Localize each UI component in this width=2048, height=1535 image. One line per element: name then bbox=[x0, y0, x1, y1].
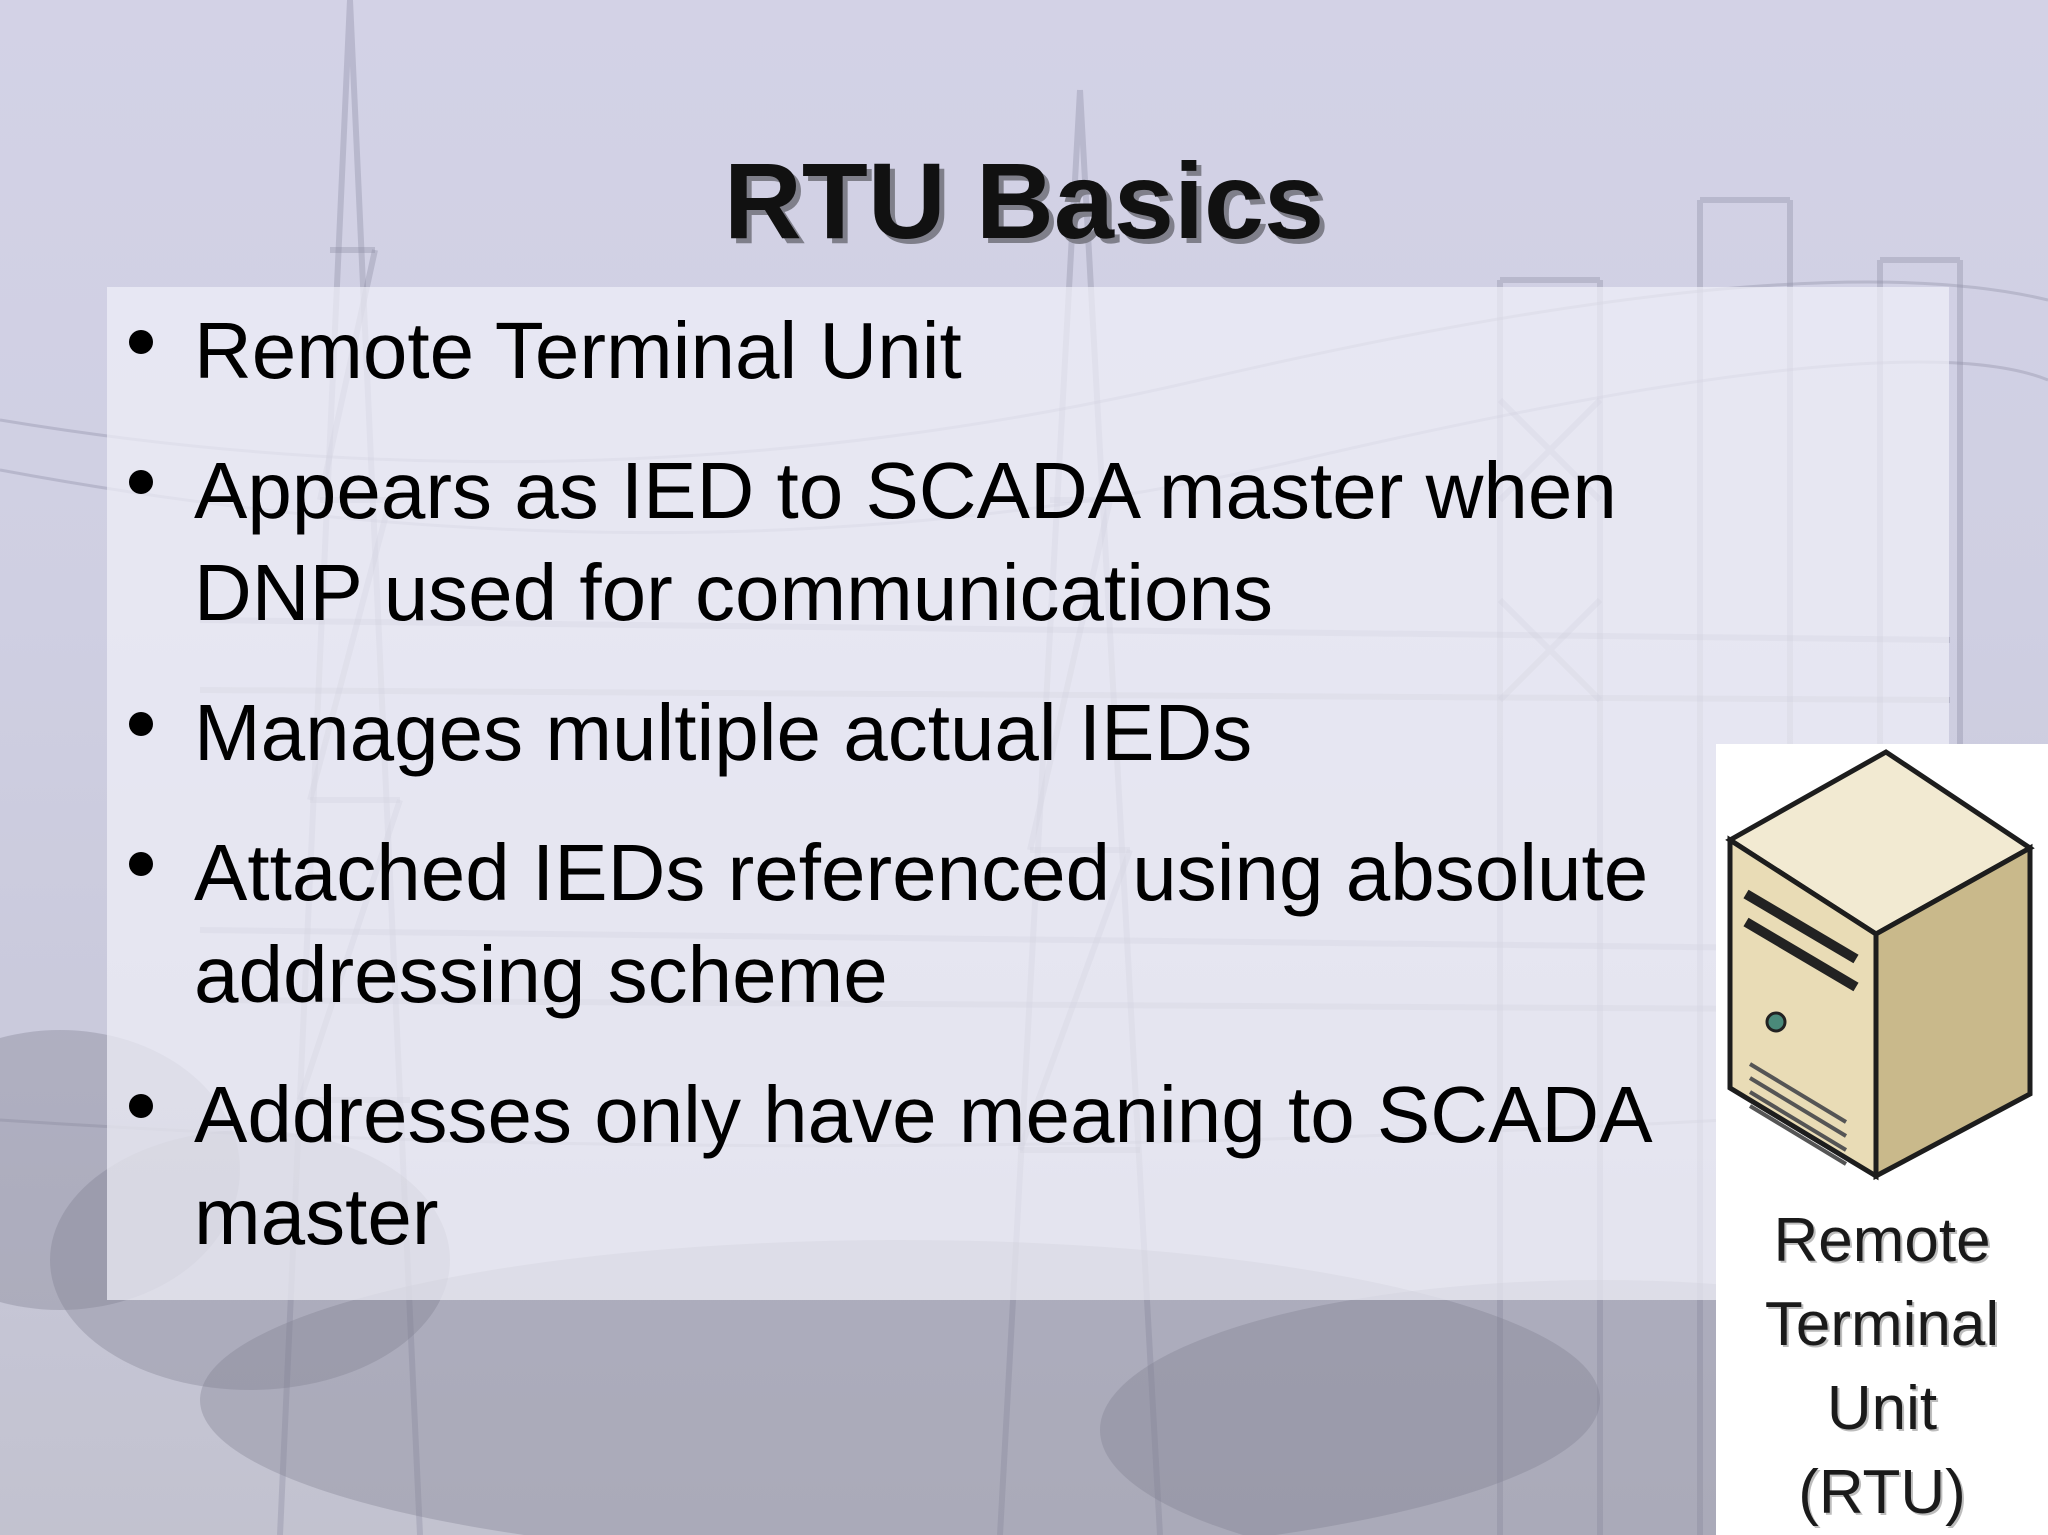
server-tower-icon bbox=[1725, 749, 2035, 1181]
bullet-icon bbox=[129, 712, 153, 736]
bullet-icon bbox=[129, 470, 153, 494]
bullet-item: Manages multiple actual IEDs bbox=[127, 682, 1707, 784]
bullet-item: Attached IEDs referenced using absolute … bbox=[127, 822, 1707, 1026]
rtu-caption-line: Terminal bbox=[1764, 1290, 2000, 1359]
rtu-figure: Remote Terminal Unit (RTU) bbox=[1716, 744, 2048, 1535]
bullet-icon bbox=[129, 852, 153, 876]
slide-title: RTU Basics bbox=[723, 140, 1325, 261]
rtu-caption: Remote Terminal Unit (RTU) bbox=[1716, 1199, 2048, 1535]
bullet-icon bbox=[129, 1094, 153, 1118]
bullet-item: Appears as IED to SCADA master when DNP … bbox=[127, 440, 1707, 644]
bullet-item: Remote Terminal Unit bbox=[127, 300, 1707, 402]
bullet-list: Remote Terminal Unit Appears as IED to S… bbox=[127, 300, 1707, 1306]
bullet-text: Remote Terminal Unit bbox=[194, 306, 962, 395]
bullet-text: Attached IEDs referenced using absolute … bbox=[194, 828, 1649, 1019]
rtu-caption-line: (RTU) bbox=[1798, 1458, 1966, 1527]
bullet-icon bbox=[129, 330, 153, 354]
bullet-item: Addresses only have meaning to SCADA mas… bbox=[127, 1064, 1707, 1268]
rtu-caption-line: Unit bbox=[1826, 1374, 1938, 1443]
content-panel bbox=[107, 287, 1949, 1300]
bullet-text: Addresses only have meaning to SCADA mas… bbox=[194, 1070, 1649, 1261]
bullet-text: Appears as IED to SCADA master when DNP … bbox=[194, 446, 1617, 637]
rtu-caption-line: Remote bbox=[1773, 1206, 1991, 1275]
bullet-text: Manages multiple actual IEDs bbox=[194, 688, 1253, 777]
